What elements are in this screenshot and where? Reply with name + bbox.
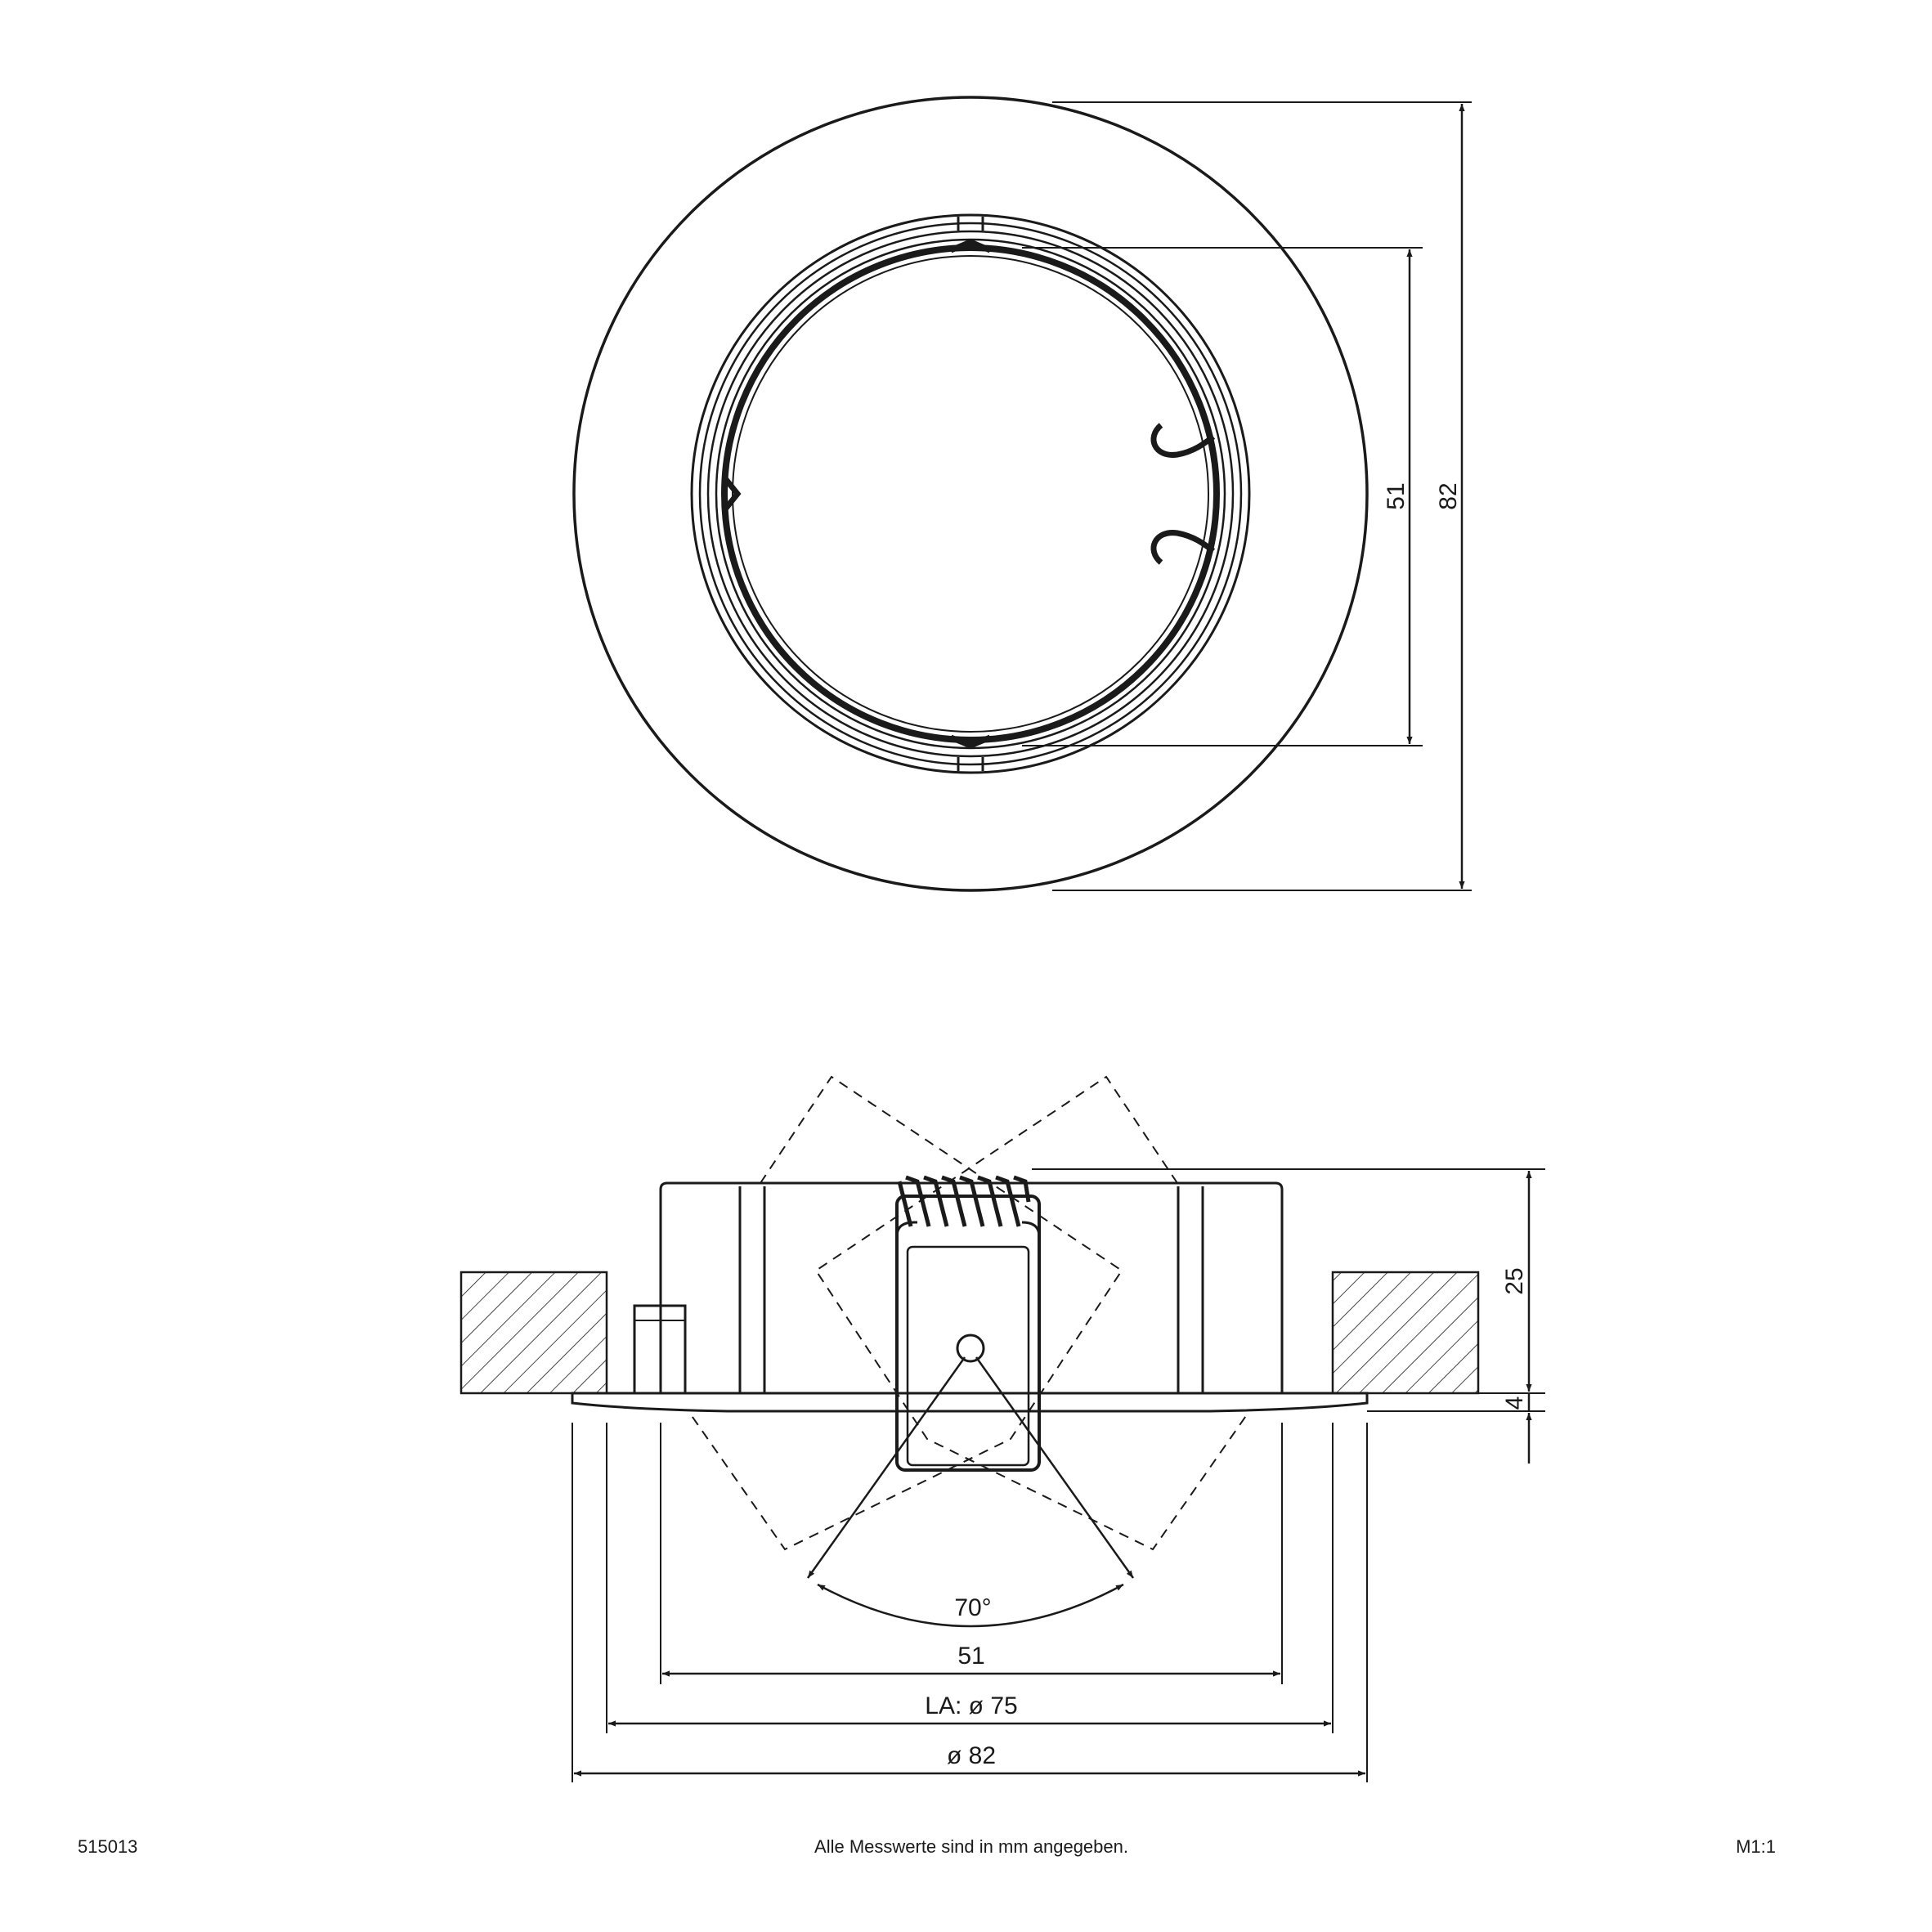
tilt-outline-right [814,1075,1250,1551]
scale-label: M1:1 [1736,1836,1776,1857]
dim-label-height: 25 [1501,1267,1528,1294]
ceiling-left-section [459,1271,608,1395]
side-view: 70° 25 4 51 LA: ø 75 ø 82 [459,1075,1545,1782]
spring-hook-upper [1150,423,1216,458]
torsion-spring-icon [897,1175,1031,1227]
top-tab [949,239,992,253]
ring-circle-1 [690,213,1251,774]
ring-circle-3 [706,230,1235,758]
dim-label-outer: 82 [1435,482,1462,509]
ring-circle-2 [698,222,1243,766]
tilt-outline-left [688,1075,1123,1551]
inner-ring-edge [732,255,1209,733]
clip-bracket [895,1195,1041,1472]
dim-label-width: 51 [957,1643,984,1670]
outer-flange-circle [572,96,1369,892]
dim-label-cutout: LA: ø 75 [925,1692,1017,1719]
dim-label-diameter: ø 82 [947,1742,996,1769]
angle-arc [817,1583,1124,1628]
pivot-pin [956,1334,985,1363]
article-number: 515013 [78,1836,137,1857]
spring-hook-lower [1150,530,1216,565]
ceiling-right-section [1331,1271,1480,1395]
clip-bracket-inner [906,1245,1030,1467]
dim-label-angle: 70° [954,1594,991,1621]
top-view: 51 82 [572,96,1472,892]
left-tab [722,475,742,513]
ring-circle-4 [715,238,1226,750]
top-notch [957,217,984,231]
dim-label-flange: 4 [1501,1396,1528,1410]
dim-label-inner: 51 [1383,482,1410,509]
flange [571,1392,1369,1413]
bottom-notch [957,757,984,771]
angle-leg-right [975,1356,1135,1579]
bottom-tab [949,734,992,749]
clip-loop-right [1021,1221,1041,1251]
footer: 515013 Alle Messwerte sind in mm angegeb… [78,1836,1776,1857]
inner-spring-ring [721,244,1220,743]
angle-leg-left [806,1356,966,1579]
clip-loop-left [895,1221,917,1251]
measurement-note: Alle Messwerte sind in mm angegeben. [814,1836,1128,1857]
